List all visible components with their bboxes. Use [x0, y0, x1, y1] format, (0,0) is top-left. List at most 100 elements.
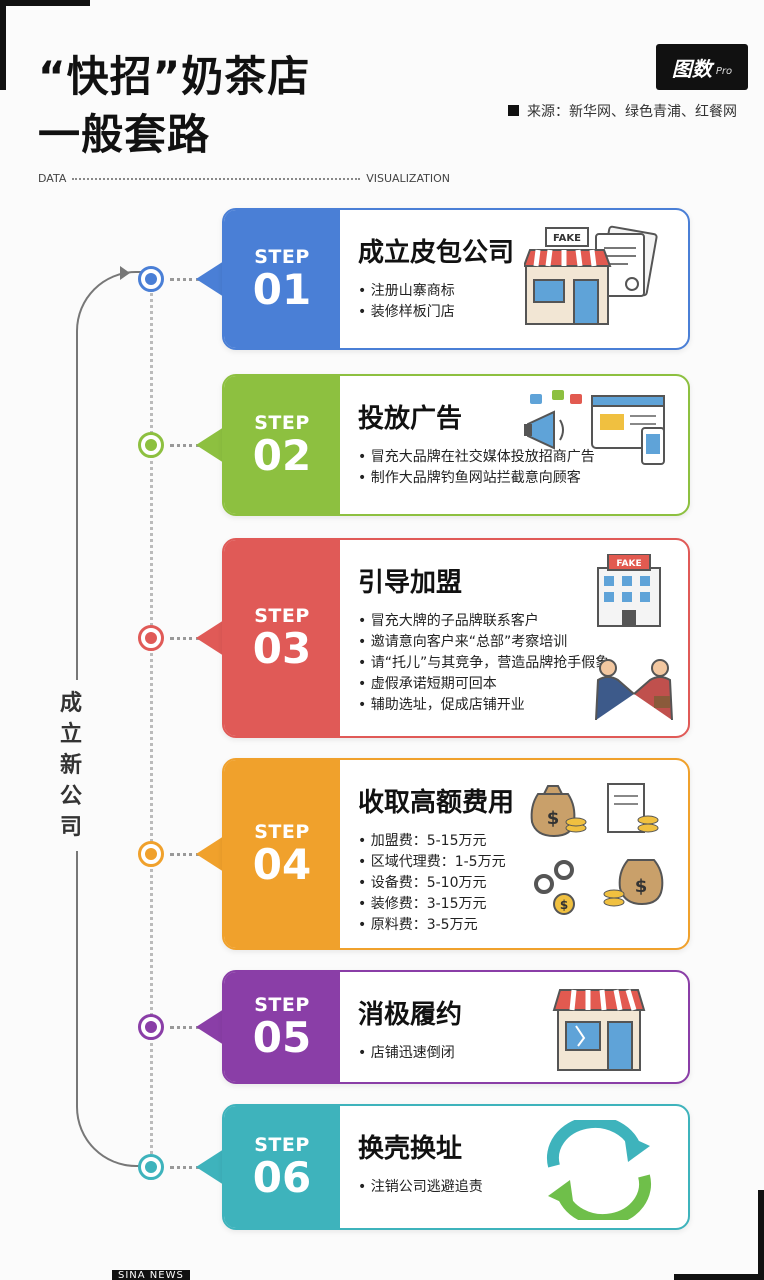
svg-text:$: $ — [560, 898, 568, 912]
step-bullet: 装修费：3-15万元 — [358, 894, 558, 915]
page-title-line-1: “快招”奶茶店 — [38, 52, 311, 101]
step-number: 06 — [252, 1153, 312, 1202]
step-badge: STEP 01 — [224, 210, 340, 348]
step-badge: STEP 04 — [224, 760, 340, 948]
side-label: 成立新公司 — [58, 680, 84, 851]
step-badge-tab-06 — [196, 1149, 224, 1185]
step-bullets: 注销公司逃避追责 — [358, 1177, 558, 1198]
timeline-connector-06 — [170, 1166, 200, 1169]
step-title: 消极履约 — [358, 1000, 463, 1030]
step-content: 引导加盟 冒充大牌的子品牌联系客户邀请意向客户来“总部”考察培训请“托儿”与其竞… — [358, 562, 610, 716]
timeline-node-03 — [138, 625, 164, 651]
dotted-rule — [72, 177, 361, 180]
frame-corner-bottom-right — [674, 1274, 764, 1280]
source-text: 来源：新华网、绿色青浦、红餐网 — [527, 104, 737, 120]
step-bullet: 冒充大品牌在社交媒体投放招商广告 — [358, 447, 595, 468]
megaphone-and-website-icon — [524, 390, 674, 500]
step-bullet: 请“托儿”与其竞争，营造品牌抢手假象 — [358, 653, 610, 674]
step-title: 成立皮包公司 — [358, 238, 515, 268]
step-bullets: 冒充大牌的子品牌联系客户邀请意向客户来“总部”考察培训请“托儿”与其竞争，营造品… — [358, 611, 610, 716]
step-content: 成立皮包公司 注册山寨商标装修样板门店 — [358, 232, 558, 323]
timeline-connector-01 — [170, 278, 200, 281]
refresh-arrows-icon — [524, 1120, 674, 1220]
timeline-connector-02 — [170, 444, 200, 447]
timeline-node-05 — [138, 1014, 164, 1040]
frame-corner-top-left — [0, 0, 90, 6]
timeline-node-01 — [138, 266, 164, 292]
step-bullet: 店铺迅速倒闭 — [358, 1043, 558, 1064]
step-content: 消极履约 店铺迅速倒闭 — [358, 994, 558, 1064]
step-bullet: 区域代理费：1-5万元 — [358, 852, 558, 873]
frame-corner-bottom-right-v — [758, 1190, 764, 1280]
closed-shop-icon — [524, 986, 674, 1071]
step-badge-tab-01 — [196, 261, 224, 297]
fake-storefront-and-certificate-icon: FAKE — [524, 224, 674, 334]
step-content: 投放广告 冒充大品牌在社交媒体投放招商广告制作大品牌钓鱼网站拦截意向顾客 — [358, 398, 595, 489]
data-label: DATA — [38, 172, 67, 185]
step-bullets: 加盟费：5-15万元区域代理费：1-5万元设备费：5-10万元装修费：3-15万… — [358, 831, 558, 950]
step-word: STEP — [254, 1134, 310, 1156]
step-title: 引导加盟 — [358, 568, 463, 598]
step-bullet: 加盟费：5-15万元 — [358, 831, 558, 852]
step-card-06: STEP 06 换壳换址 注销公司逃避追责 — [222, 1104, 690, 1230]
step-bullet: 注销公司逃避追责 — [358, 1177, 558, 1198]
step-number: 03 — [252, 624, 312, 673]
visualization-label: VISUALIZATION — [366, 172, 450, 185]
step-word: STEP — [254, 246, 310, 268]
svg-text:$: $ — [547, 808, 560, 829]
step-number: 02 — [252, 431, 312, 480]
source-note: 来源：新华网、绿色青浦、红餐网 — [508, 102, 746, 123]
step-bullet: 装修样板门店 — [358, 302, 558, 323]
timeline-node-04 — [138, 841, 164, 867]
step-title: 收取高额费用 — [358, 788, 515, 818]
svg-text:FAKE: FAKE — [553, 233, 581, 244]
money-bags-and-coins-icon: $ $ $ — [524, 774, 674, 934]
timeline-node-06 — [138, 1154, 164, 1180]
step-word: STEP — [254, 994, 310, 1016]
timeline-connector-05 — [170, 1026, 200, 1029]
footer-credit: SINA NEWS — [112, 1270, 190, 1280]
brand-logo: 图数 Pro — [656, 44, 748, 90]
step-bullet: 虚假承诺短期可回本 — [358, 674, 558, 695]
step-title: 投放广告 — [358, 404, 463, 434]
timeline-node-02 — [138, 432, 164, 458]
step-badge: STEP 05 — [224, 972, 340, 1082]
step-badge: STEP 02 — [224, 376, 340, 514]
step-content: 换壳换址 注销公司逃避追责 — [358, 1128, 558, 1198]
step-word: STEP — [254, 412, 310, 434]
step-bullet: 邀请意向客户来“总部”考察培训 — [358, 632, 568, 653]
frame-corner-top-left-v — [0, 0, 6, 90]
step-badge: STEP 06 — [224, 1106, 340, 1228]
step-bullets: 注册山寨商标装修样板门店 — [358, 281, 558, 323]
timeline-axis — [150, 280, 153, 1166]
step-bullet: 冒充大牌的子品牌联系客户 — [358, 611, 558, 632]
brand-logo-text: 图数 — [671, 56, 712, 81]
step-more: …… — [380, 938, 408, 950]
step-bullet: 辅助选址，促成店铺开业 — [358, 695, 558, 716]
step-bullet: 制作大品牌钓鱼网站拦截意向顾客 — [358, 468, 581, 489]
step-badge-tab-02 — [196, 427, 224, 463]
step-badge-tab-03 — [196, 620, 224, 656]
fake-building-and-handshake-icon: FAKE — [524, 554, 674, 722]
step-number: 05 — [252, 1013, 312, 1062]
timeline-connector-03 — [170, 637, 200, 640]
svg-text:$: $ — [635, 876, 648, 897]
svg-text:FAKE: FAKE — [616, 559, 641, 569]
step-content: 收取高额费用 加盟费：5-15万元区域代理费：1-5万元设备费：5-10万元装修… — [358, 782, 558, 950]
step-bullets: 冒充大品牌在社交媒体投放招商广告制作大品牌钓鱼网站拦截意向顾客 — [358, 447, 595, 489]
timeline-connector-04 — [170, 853, 200, 856]
step-word: STEP — [254, 605, 310, 627]
step-bullet: 注册山寨商标 — [358, 281, 558, 302]
step-bullet: 原料费：3-5万元 — [358, 915, 558, 936]
source-square-icon — [508, 105, 519, 116]
step-badge: STEP 03 — [224, 540, 340, 736]
brand-logo-pro: Pro — [715, 65, 733, 77]
step-number: 01 — [252, 265, 312, 314]
step-word: STEP — [254, 821, 310, 843]
step-number: 04 — [252, 840, 312, 889]
step-badge-tab-05 — [196, 1009, 224, 1045]
step-title: 换壳换址 — [358, 1134, 463, 1164]
